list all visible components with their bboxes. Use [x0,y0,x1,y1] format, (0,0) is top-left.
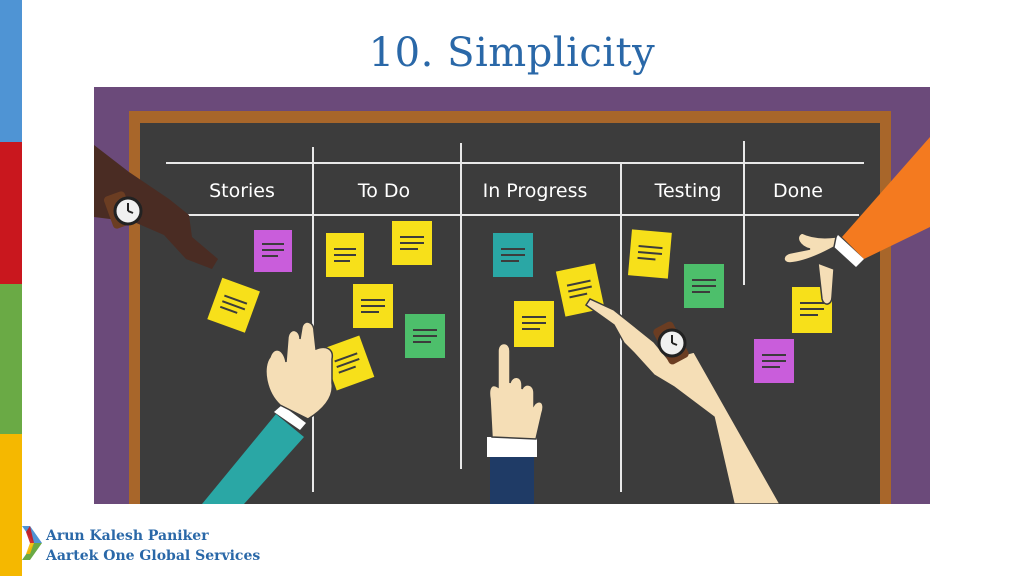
board-grid [166,141,864,492]
hand-center-pointing [487,342,544,504]
accent-stripe-red [0,142,22,284]
hand-top-right-orange [783,137,930,305]
sticky-note-yellow [326,233,364,277]
column-label-done: Done [773,180,823,202]
sticky-note-yellow [627,229,672,279]
sticky-note-yellow [321,335,375,391]
footer-author-name: Arun Kalesh Paniker [46,528,209,544]
sticky-note-yellow [353,284,393,328]
accent-stripe-yellow [0,434,22,576]
hand-bottom-left-teal [202,321,334,504]
hand-top-left [94,145,218,269]
kanban-board-svg: Stories To Do In Progress Testing Done [94,87,930,504]
sticky-note-yellow [514,301,554,347]
sticky-note-yellow [392,221,432,265]
sticky-note-purple [254,230,292,272]
sticky-note-green [405,314,445,358]
sticky-note-purple [754,339,794,383]
footer-company-name: Aartek One Global Services [46,548,261,564]
accent-stripe-green [0,284,22,434]
sticky-note-green [684,264,724,308]
slide-title: 10. Simplicity [368,30,656,76]
hand-right-beige [584,298,781,504]
column-label-testing: Testing [654,180,722,202]
column-label-stories: Stories [209,180,275,202]
column-label-in-progress: In Progress [483,180,588,202]
sticky-note-teal [493,233,533,277]
brand-chevron-icon [22,526,44,564]
sticky-note-yellow [792,287,832,333]
sticky-notes [207,221,832,391]
kanban-board-illustration: Stories To Do In Progress Testing Done [94,87,930,504]
sticky-note-yellow [207,277,260,333]
column-label-to-do: To Do [357,180,410,202]
accent-stripe-blue [0,0,22,142]
